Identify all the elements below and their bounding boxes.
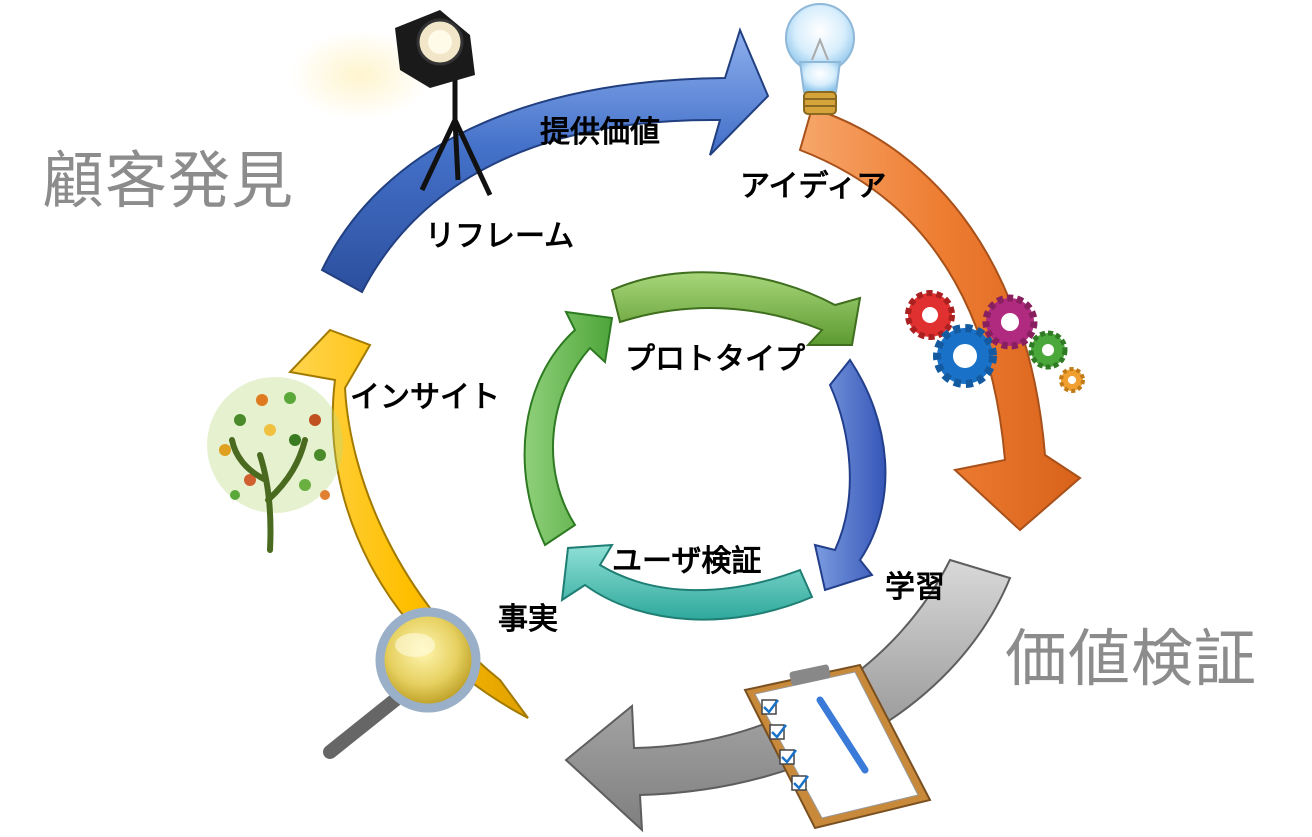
phase-customer-discovery: 顧客発見 — [42, 144, 295, 217]
label-insight: インサイト — [350, 380, 500, 415]
arrow-idea-to-learning — [798, 106, 1082, 532]
arrow-learning-to-facts — [564, 558, 1012, 833]
label-idea: アイディア — [740, 169, 887, 204]
arrow-validation-to-prototype — [523, 310, 614, 547]
spotlight-icon — [290, 10, 493, 197]
label-value-offer: 提供価値 — [540, 115, 660, 150]
label-user-validation: ユーザ検証 — [612, 544, 762, 579]
arrow-prototype-to-validation — [813, 358, 887, 592]
clipboard-checklist-icon — [743, 663, 932, 830]
label-facts: 事実 — [498, 602, 558, 637]
arrow-prototype — [610, 271, 862, 346]
lightbulb-icon — [785, 3, 855, 115]
label-learning: 学習 — [885, 570, 945, 605]
magnifier-icon — [323, 607, 481, 759]
label-reframe: リフレーム — [425, 219, 575, 254]
label-prototype: プロトタイプ — [625, 342, 805, 377]
tree-icon — [207, 377, 343, 553]
arrow-user-validation — [560, 543, 814, 621]
gears-icon — [905, 290, 1085, 393]
phase-value-validation: 価値検証 — [1005, 622, 1258, 695]
arrow-reframe-to-idea — [320, 27, 770, 294]
